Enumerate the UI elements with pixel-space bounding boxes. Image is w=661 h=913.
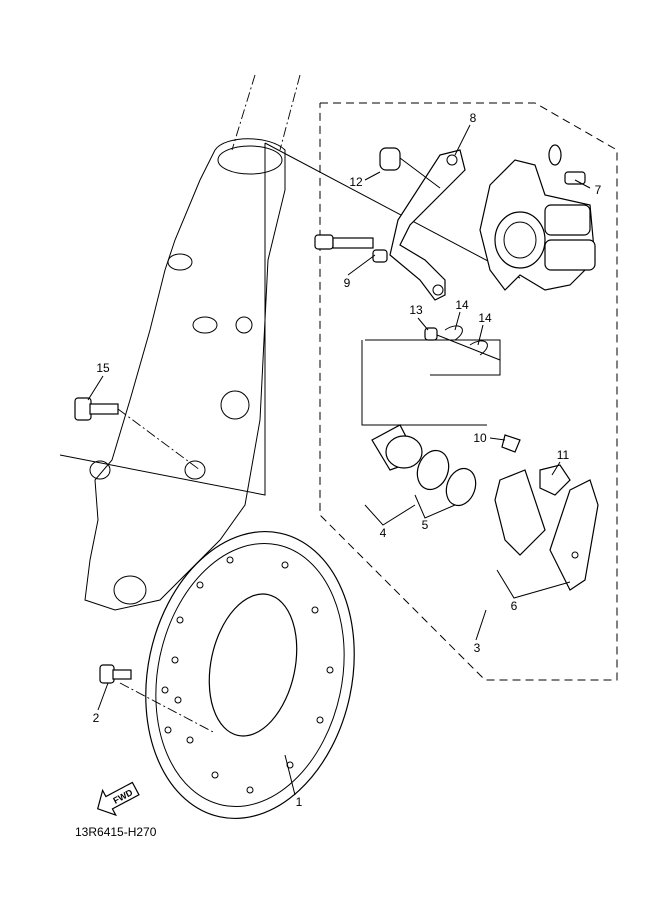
callout-3: 3 <box>474 641 481 655</box>
leader-lines <box>87 124 591 796</box>
callout-1: 1 <box>296 795 303 809</box>
piston <box>371 424 423 471</box>
callout-14-b: 14 <box>478 311 492 325</box>
guide-pin <box>314 234 388 263</box>
callout-5: 5 <box>422 518 429 532</box>
callout-14: 14 <box>455 298 469 312</box>
pad-pin-and-clips <box>361 325 501 426</box>
callout-8: 8 <box>470 111 477 125</box>
brake-pads <box>494 469 599 591</box>
fwd-arrow-icon: FWD <box>96 781 140 817</box>
callout-6: 6 <box>511 599 518 613</box>
callout-11: 11 <box>557 448 570 462</box>
callout-7: 7 <box>595 183 602 197</box>
front-fork-leg <box>59 74 521 611</box>
pad-springs <box>501 434 571 496</box>
caliper-assembly-boundary <box>319 102 618 681</box>
callout-15: 15 <box>96 361 110 375</box>
caliper-mounting-bolt <box>74 397 119 421</box>
piston-seals <box>416 449 477 507</box>
callout-4: 4 <box>380 526 387 540</box>
disc-bolt <box>99 664 132 684</box>
callout-9: 9 <box>344 276 351 290</box>
diagram-code: 13R6415-H270 <box>75 825 157 839</box>
caliper-body <box>479 144 596 291</box>
callout-13: 13 <box>409 303 423 317</box>
callout-2: 2 <box>93 711 100 725</box>
caliper-bracket <box>379 147 466 301</box>
callout-10: 10 <box>473 431 487 445</box>
brake-disc <box>145 530 355 820</box>
callout-12: 12 <box>349 175 363 189</box>
